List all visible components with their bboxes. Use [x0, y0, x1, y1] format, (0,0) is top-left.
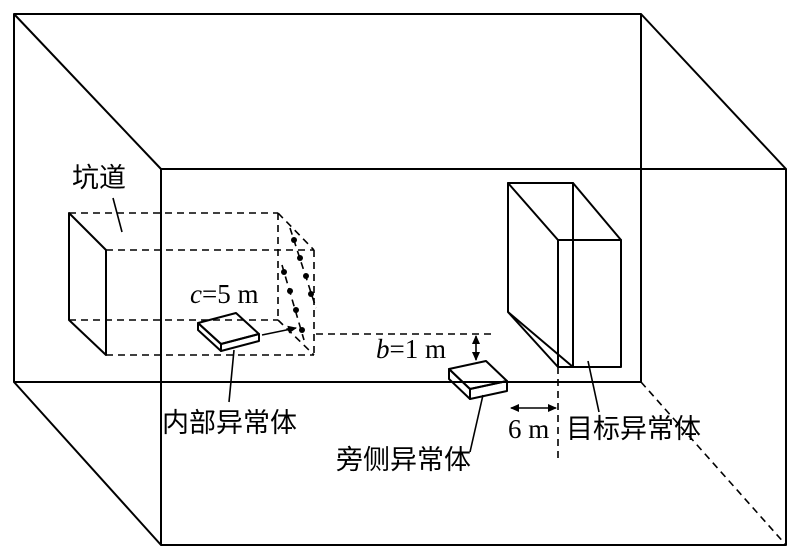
side-anomaly-label: 旁侧异常体: [336, 445, 471, 476]
tunnel: [68, 212, 317, 356]
b-dimension-label: b=1 m: [376, 334, 446, 364]
internal-anomaly-label: 内部异常体: [162, 408, 297, 439]
tunnel-leader: [112, 197, 123, 233]
tunnel-label: 坑道: [72, 163, 126, 194]
side-anomaly-leader: [469, 394, 484, 453]
c-dimension-arrow: [261, 325, 297, 336]
c-dimension-label: c=5 m: [190, 279, 258, 309]
side-anomaly-box: [448, 360, 508, 400]
target-anomaly-label: 目标异常体: [566, 414, 701, 445]
target-anomaly-box: [507, 182, 622, 368]
internal-anomaly-box: [197, 312, 260, 352]
outer-box: [13, 13, 787, 546]
side-distance-label: 6 m: [508, 414, 549, 444]
target-anomaly-leader: [587, 360, 600, 413]
internal-anomaly-leader: [228, 349, 235, 403]
